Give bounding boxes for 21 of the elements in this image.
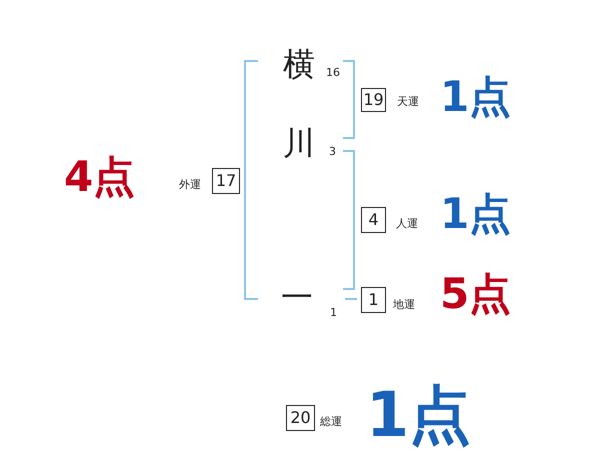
score-text: 1点 <box>440 193 512 235</box>
score-text: 1点 <box>440 76 512 118</box>
score-text: 4点 <box>64 156 136 198</box>
score-text: 1点 <box>366 384 472 446</box>
stroke-count: 1 <box>330 307 337 318</box>
score-text: 5点 <box>440 273 512 315</box>
box-label: 外運 <box>179 179 201 190</box>
number-box: 1 <box>361 287 386 313</box>
number-box: 4 <box>361 207 386 233</box>
name-character: 川 <box>283 127 315 159</box>
box-label: 地運 <box>393 299 415 310</box>
name-character: 一 <box>281 281 313 313</box>
number-box: 19 <box>361 88 386 112</box>
box-label: 人運 <box>396 218 418 229</box>
box-label: 天運 <box>397 96 419 107</box>
name-character: 横 <box>283 48 315 80</box>
stroke-count: 3 <box>329 146 336 157</box>
number-box: 17 <box>212 168 240 194</box>
stroke-count: 16 <box>326 67 340 78</box>
number-box: 20 <box>286 405 315 431</box>
box-label: 総運 <box>320 416 342 427</box>
